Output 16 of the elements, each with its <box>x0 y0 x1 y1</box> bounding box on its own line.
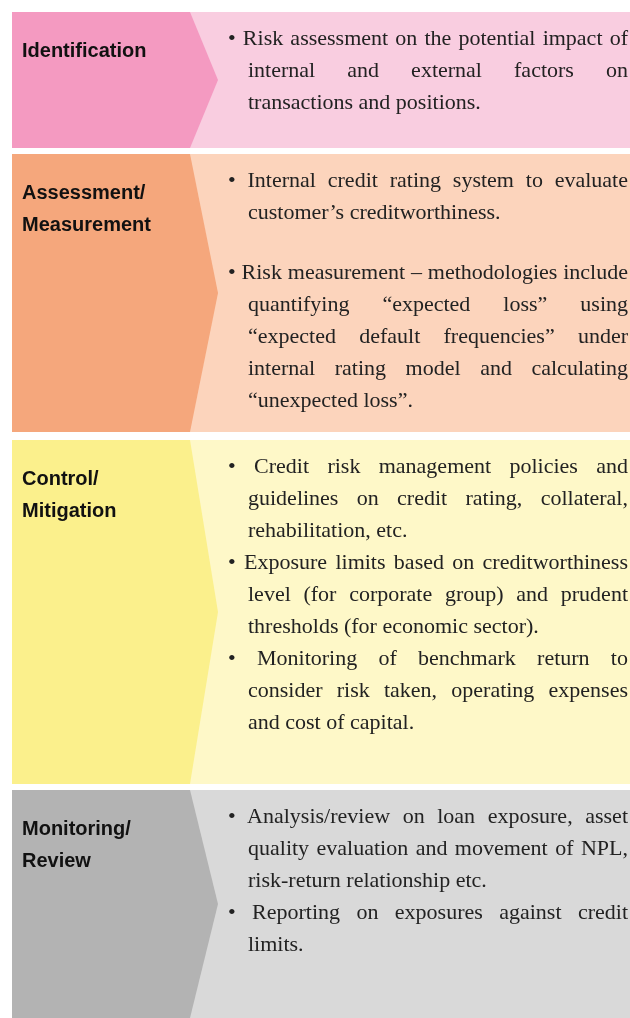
row-heading: Identification <box>22 38 148 63</box>
row-heading: Assessment/ Measurement <box>22 180 152 237</box>
bullet-text: • Risk assessment on the potential impact of internal and external factors on transactions and positions. <box>228 24 628 116</box>
row-heading: Control/ Mitigation <box>22 466 118 523</box>
text-panel <box>190 440 630 784</box>
bullet-text: • Reporting on exposures against credit limits. <box>228 898 628 958</box>
bullet-text: • Credit risk management policies and guidelines on credit rating, collateral, rehabilitation, etc. <box>228 452 628 544</box>
bullet-text: • Internal credit rating system to evaluate customer’s creditworthiness. <box>228 166 628 226</box>
bullet-text: • Monitoring of benchmark return to consider risk taken, operating expenses and cost of capital. <box>228 644 628 736</box>
text-panel <box>190 154 630 432</box>
bullet-text: • Risk measurement – methodologies include quantifying “expected loss” using “expected default frequencies” under internal rating model and calculating “unexpected loss”. <box>228 258 628 414</box>
row-heading: Monitoring/ Review <box>22 816 132 873</box>
text-panel <box>190 12 630 148</box>
text-panel <box>190 790 630 1018</box>
bullet-text: • Analysis/review on loan exposure, asset quality evaluation and movement of NPL, risk-return relationship etc. <box>228 802 628 894</box>
bullet-text: • Exposure limits based on creditworthiness level (for corporate group) and prudent thresholds (for economic sector). <box>228 548 628 640</box>
